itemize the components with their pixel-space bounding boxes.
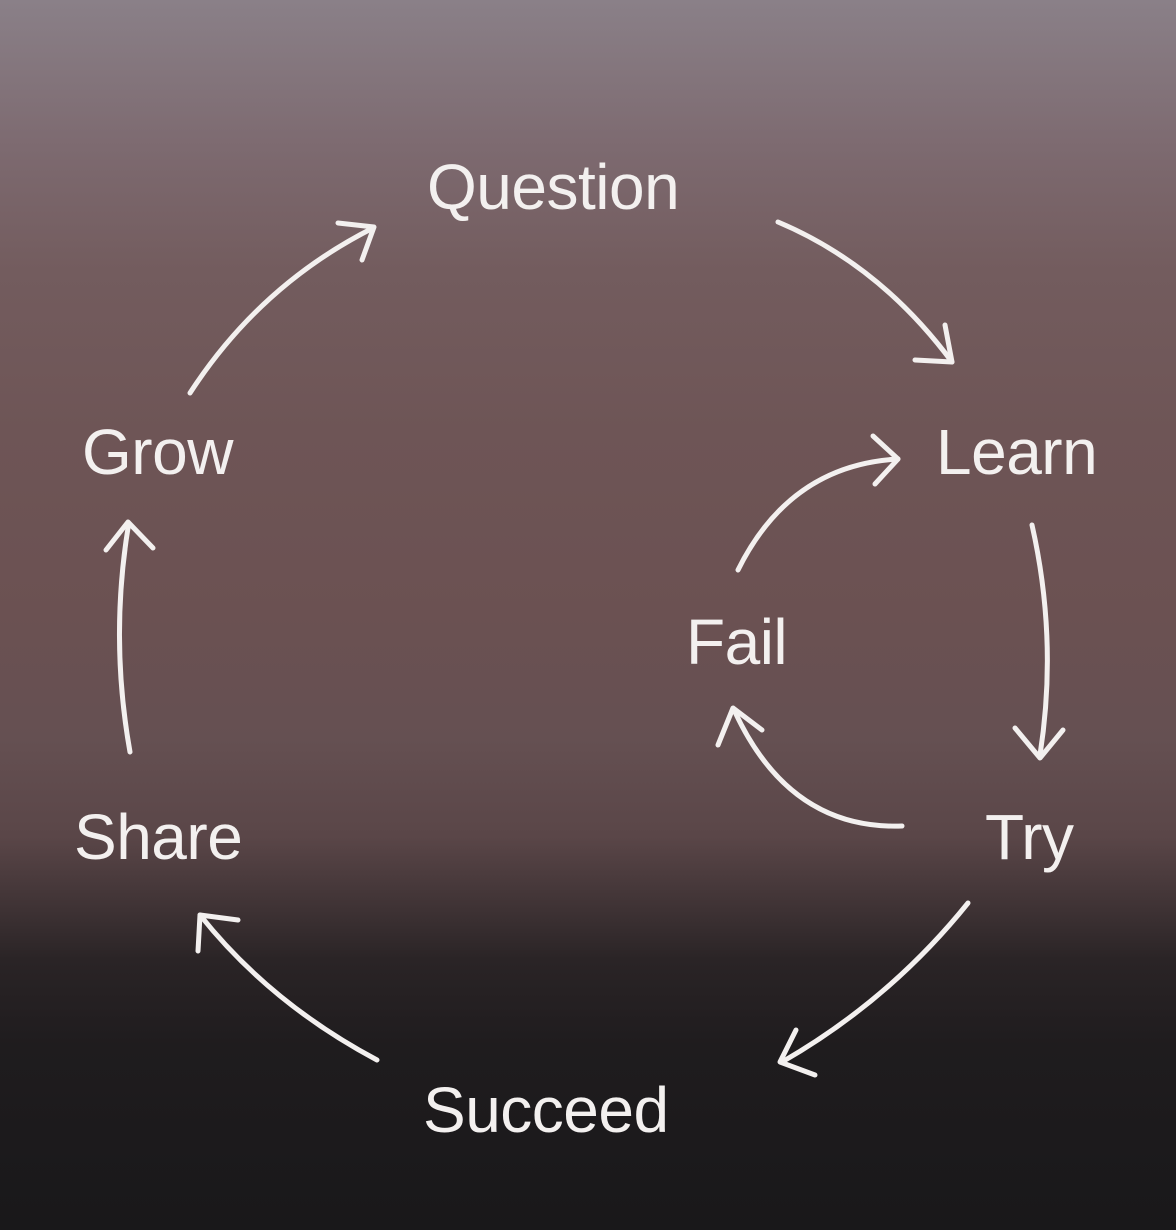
arrow-share-to-grow bbox=[103, 519, 156, 755]
node-succeed: Succeed bbox=[423, 1074, 669, 1146]
arrow-grow-to-question bbox=[187, 220, 377, 396]
node-question: Question bbox=[427, 151, 680, 223]
node-fail: Fail bbox=[686, 606, 788, 678]
node-try: Try bbox=[985, 801, 1074, 873]
arrow-succeed-to-share bbox=[195, 912, 380, 1063]
arrow-try-to-fail bbox=[715, 705, 905, 829]
arrow-question-to-learn bbox=[775, 219, 955, 365]
node-grow: Grow bbox=[82, 416, 233, 488]
arrow-fail-to-learn bbox=[735, 433, 901, 573]
node-share: Share bbox=[74, 801, 243, 873]
arrow-learn-to-try bbox=[1012, 522, 1066, 761]
node-learn: Learn bbox=[936, 416, 1098, 488]
arrow-try-to-succeed bbox=[777, 900, 971, 1078]
